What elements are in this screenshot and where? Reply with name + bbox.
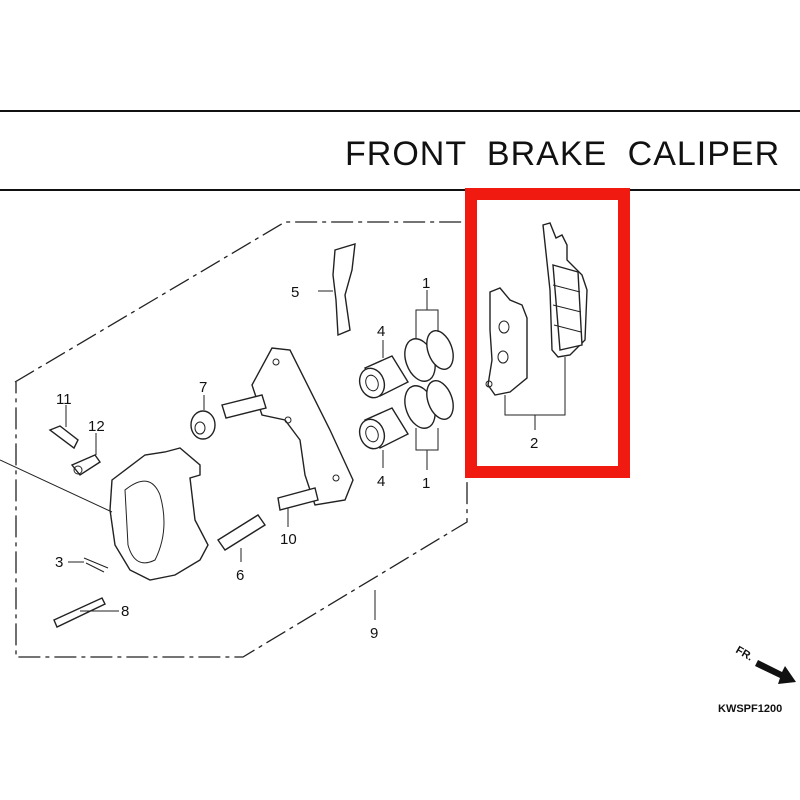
pin-bolt-part[interactable] xyxy=(217,514,266,562)
assembly-outline xyxy=(14,221,468,658)
callout-4-top: 4 xyxy=(377,323,385,340)
callout-5: 5 xyxy=(291,284,299,301)
callout-12: 12 xyxy=(88,418,105,435)
pistons-part[interactable] xyxy=(356,340,409,468)
caliper-body-part[interactable] xyxy=(0,447,209,581)
callout-9: 9 xyxy=(370,625,378,642)
boot-part[interactable] xyxy=(190,395,216,440)
pad-pin-part[interactable] xyxy=(53,597,119,628)
front-direction-indicator: FR. xyxy=(734,644,796,684)
page-title: FRONT BRAKE CALIPER xyxy=(345,135,780,173)
clip-part[interactable] xyxy=(68,557,109,573)
callout-6: 6 xyxy=(236,567,244,584)
callout-3: 3 xyxy=(55,554,63,571)
bleed-valve-part[interactable] xyxy=(48,405,79,450)
callout-4-bottom: 4 xyxy=(377,473,385,490)
bleed-cap-part[interactable] xyxy=(70,433,101,476)
diagram-code: KWSPF1200 xyxy=(718,703,782,715)
callout-11: 11 xyxy=(56,391,72,408)
callout-1-bottom: 1 xyxy=(422,475,430,492)
highlight-box xyxy=(465,188,630,478)
caliper-bracket-part[interactable] xyxy=(221,347,354,511)
piston-seals-part[interactable] xyxy=(399,290,458,470)
callout-7: 7 xyxy=(199,379,207,396)
callout-1-top: 1 xyxy=(422,275,430,292)
callout-8: 8 xyxy=(121,603,129,620)
callout-2: 2 xyxy=(530,435,538,452)
brake-pads-part[interactable] xyxy=(485,222,588,430)
pad-spring-part[interactable] xyxy=(318,243,356,337)
direction-label: FR. xyxy=(734,644,755,663)
arrow-icon xyxy=(755,660,796,684)
callout-10: 10 xyxy=(280,531,297,548)
